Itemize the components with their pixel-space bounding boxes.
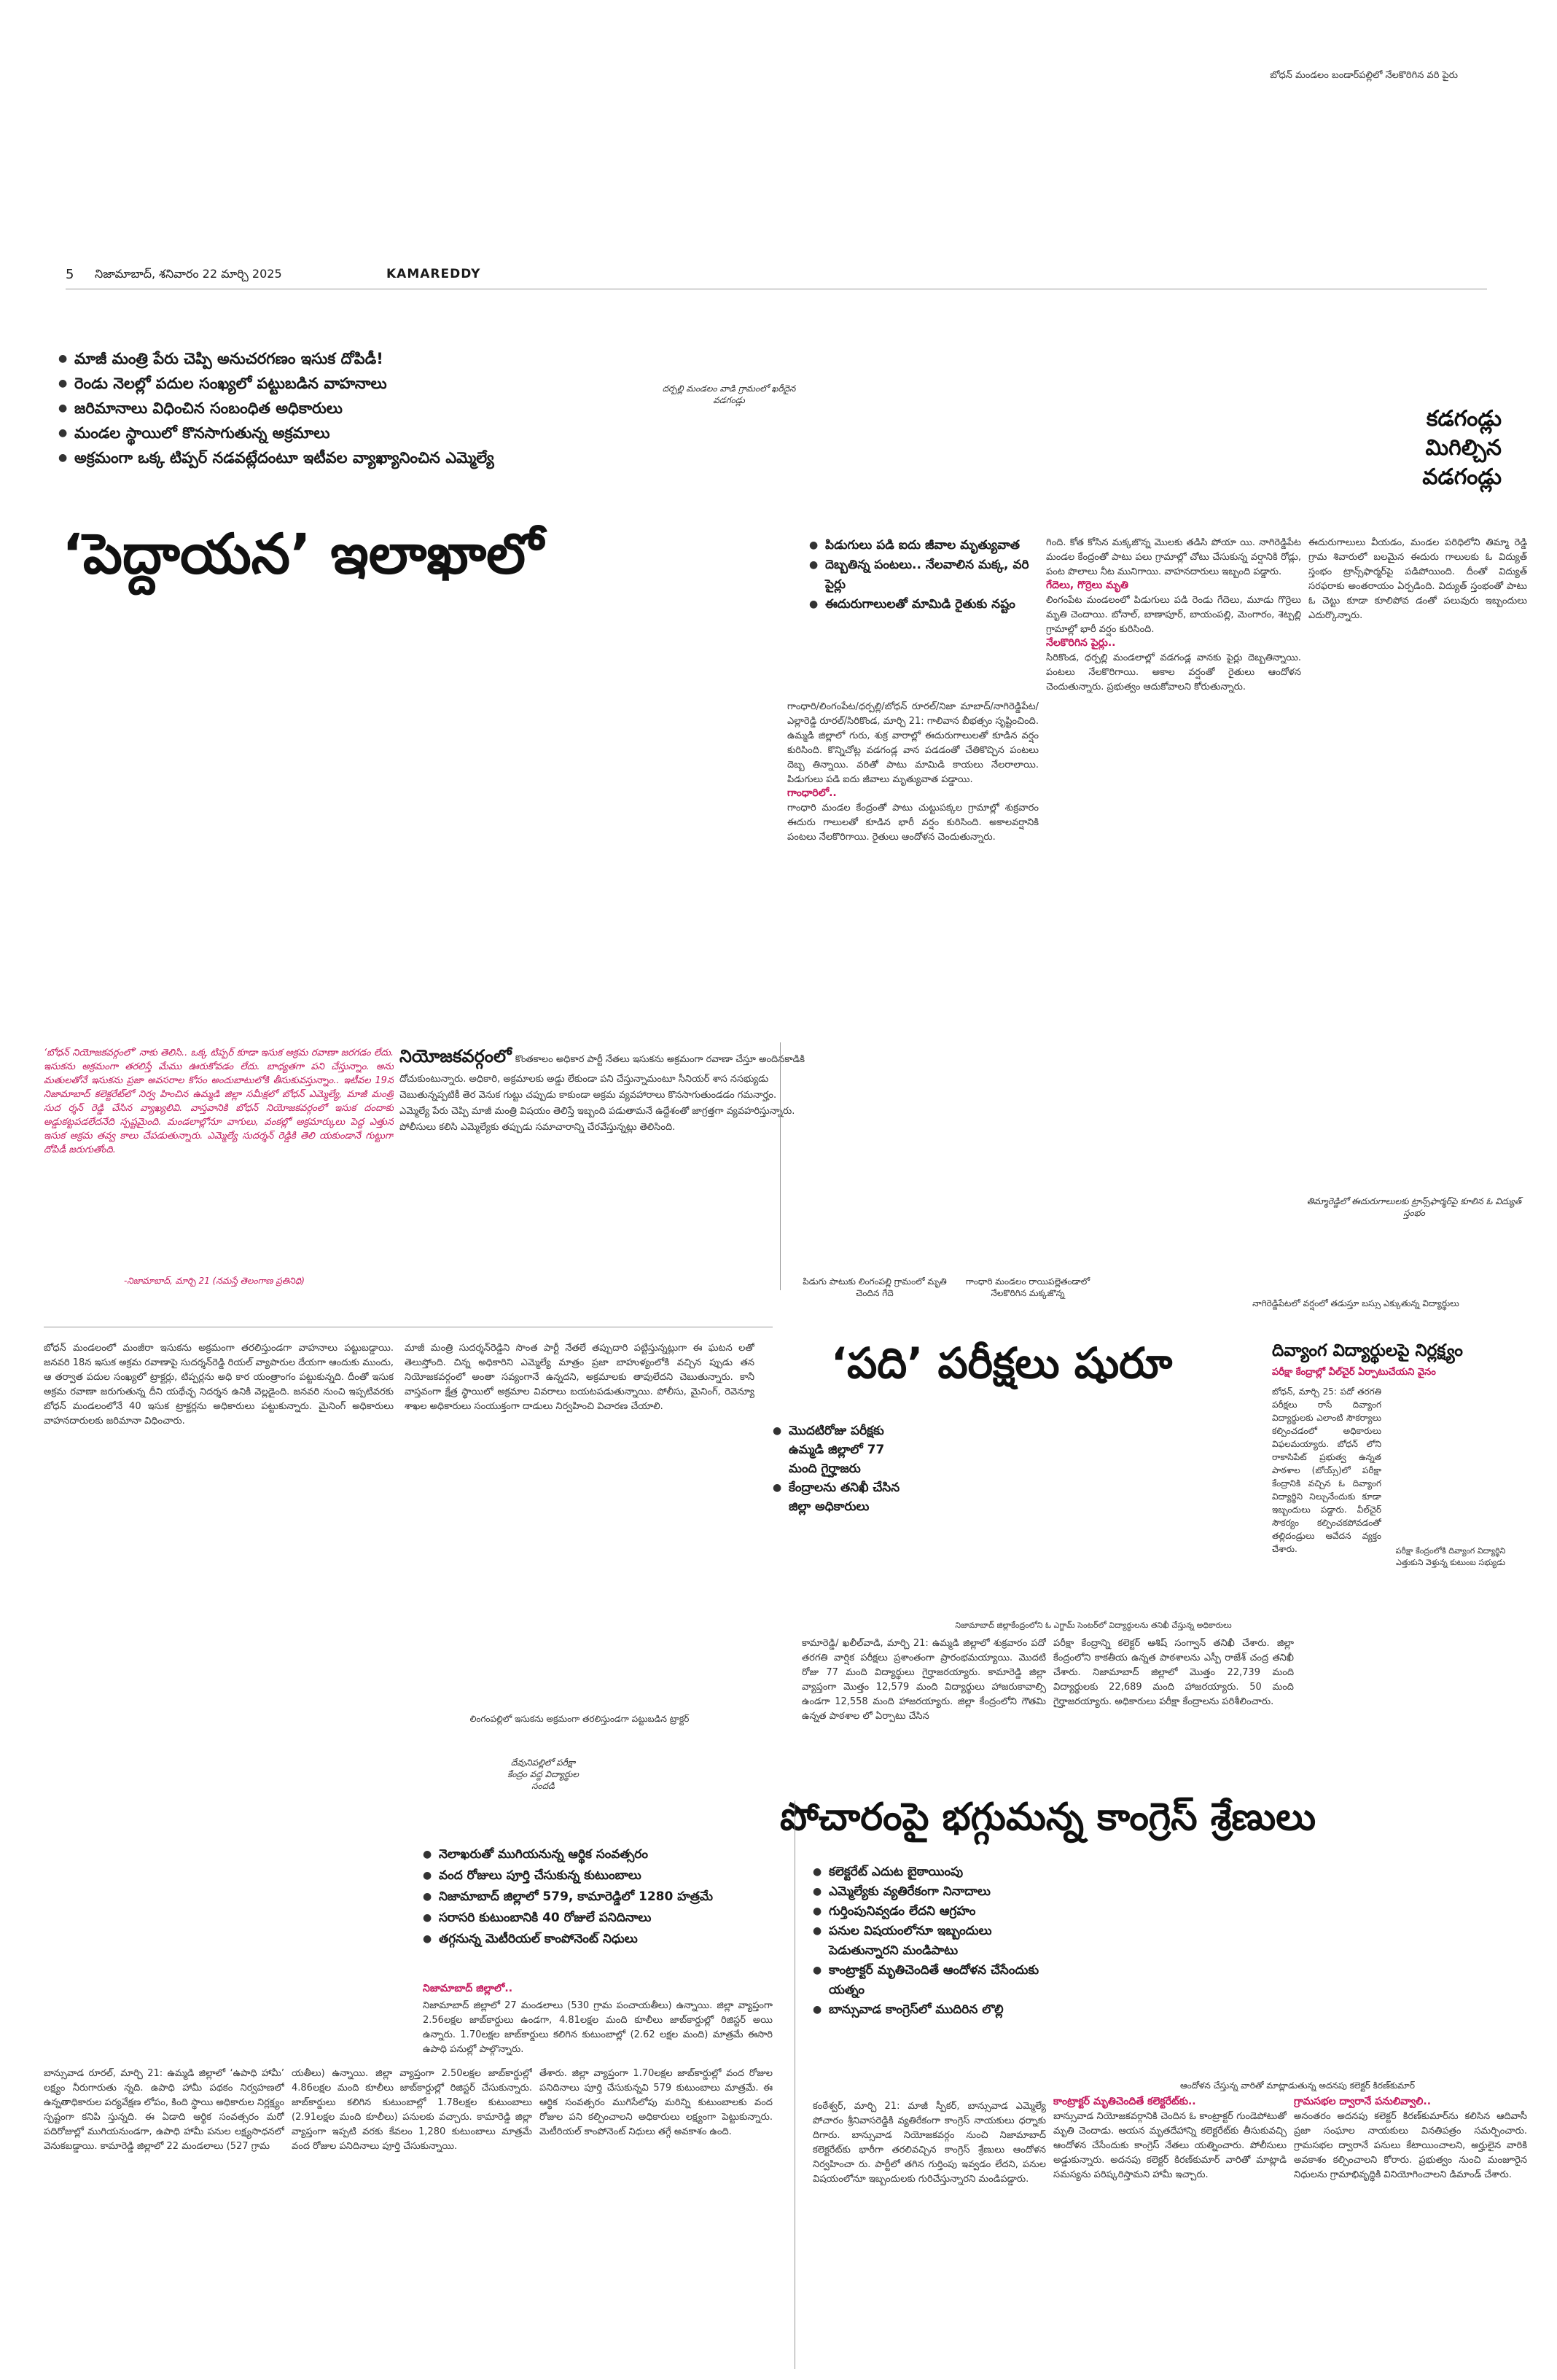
bus-photo-caption: నాగిరెడ్డిపేటలో వర్షంలో తడుస్తూ బస్సు ఎక… [1252, 1298, 1459, 1308]
story4-column-3: తేశారు. జిల్లా వ్యాప్తంగా 1.70లక్షల జాబ్… [539, 2068, 773, 2137]
story1-headline: ‘పెద్దాయన’ ఇలాఖాలో [62, 521, 544, 586]
story3-headline: ‘పది’ పరీక్షలు షురూ [831, 1338, 1173, 1388]
story2-subhead-crops: నేలకొరిగిన పైర్లు.. [1046, 637, 1116, 649]
bullet: పనుల విషయంలోనూ ఇబ్బందులు పెడుతున్నారని మ… [813, 1921, 1061, 1961]
story2-bullets: పిడుగులు పడి ఐదు జీవాల మృత్యువాత దెబ్బతి… [809, 536, 1050, 614]
story2-subhead-cattle: గేదెలు, గొర్రెలు మృతి [1046, 580, 1128, 591]
top-photo-caption: బోధన్ మండలం బండార్‌పల్లిలో నేలకొరిగిన వర… [1270, 70, 1458, 81]
lede-text: కొంతకాలం అధికార పార్టీ నేతలు ఇసుకను అక్ర… [399, 1054, 805, 1133]
exam-photo-caption: నిజామాబాద్ జిల్లాకేంద్రంలోని ఓ ఎగ్జామ్ స… [955, 1620, 1232, 1630]
side-photo-caption: పరీక్షా కేంద్రంలోకి దివ్యాంగ విద్యార్థిన… [1395, 1546, 1506, 1567]
story4-column-2: యతీలు) ఉన్నాయి. జిల్లా వ్యాప్తంగా 2.50లక… [292, 2068, 532, 2152]
column-rule [780, 1042, 781, 1290]
side-subhead: పరీక్షా కేంద్రాల్లో వీల్‌చైర్ ఏర్పాటుచేయ… [1272, 1367, 1436, 1378]
quote-credit: -నిజామాబాద్, మార్చి 21 (నమస్తే తెలంగాణ ప… [124, 1276, 305, 1286]
bullet: కేంద్రాలను తనిఖీ చేసిన జిల్లా అధికారులు [773, 1478, 904, 1516]
story2-column-1: గాంధారి/లింగంపేట/ధర్పల్లి/బోధన్ రూరల్/ని… [787, 700, 1039, 1210]
story5-column-3: గ్రామసభల ద్వారానే పనులివ్వాలి.. అనంతరం అ… [1294, 2096, 1527, 2365]
dateline: నిజామాబాద్, శనివారం 22 మార్చి 2025 [95, 267, 282, 281]
story2-text: సిరికొండ, ధర్పల్లి మండలాల్లో వడగండ్ల వాన… [1046, 652, 1301, 692]
side-column: బోధన్, మార్చి 25: పదో తరగతి పరీక్షలు రాస… [1272, 1386, 1381, 1554]
story5-bullets: కలెక్టరేట్ ఎదుట బైఠాయింపు ఎమ్మెల్యేకు వ్… [813, 1862, 1061, 2020]
story1-column-1: బోధన్ మండలంలో మంజీరా ఇసుకను అక్రమంగా తరల… [44, 1343, 394, 1427]
bullet: బాన్సువాడ కాంగ్రెస్‌లో ముదిరిన లొల్లి [813, 2000, 1061, 2020]
bullet: మాజీ మంత్రి పేరు చెప్పి అనుచరగణం ఇసుక దో… [58, 346, 583, 371]
story5-subhead-contractor: కాంట్రాక్టర్ మృతిచెందితే కలెక్టరేట్‌కు.. [1053, 2096, 1196, 2107]
bullet: తగ్గనున్న మెటీరియల్ కాంపోనెంట్ నిధులు [423, 1929, 773, 1950]
bullet: కలెక్టరేట్ ఎదుట బైఠాయింపు [813, 1862, 1061, 1882]
story4-top-text: నిజామాబాద్ జిల్లాలో 27 మండలాలు (530 గ్రా… [423, 2000, 773, 2055]
bullet: సరాసరి కుటుంబానికి 40 రోజులే పనిదినాలు [423, 1908, 773, 1929]
bullet: దెబ్బతిన్న పంటలు.. నేలవాలిన మక్క, వరి పై… [809, 555, 1050, 595]
masthead: 5 నిజామాబాద్, శనివారం 22 మార్చి 2025 KAM… [66, 267, 1487, 284]
section-name: KAMAREDDY [386, 267, 481, 281]
story2-column-2: గింది. కోత కోసిన మక్కజొన్న మొలకు తడిసి ప… [1046, 536, 1301, 1214]
maize-photo-caption: గాంధారి మండలం రాయిపల్లెతండాలో నేలకొరిగిన… [965, 1276, 1090, 1298]
story3-column-2: పరీక్షా కేంద్రాన్ని కలెక్టర్ ఆశిష్ సంగ్వ… [1053, 1638, 1294, 1707]
bullet: కాంట్రాక్టర్ మృతిచెందితే ఆందోళన చేసేందుక… [813, 1961, 1061, 2000]
bullet: అక్రమంగా ఒక్క టిప్పర్ నడవట్లేదంటూ ఇటీవల … [58, 445, 583, 470]
bullet: జరిమానాలు విధించిన సంబంధిత అధికారులు [58, 396, 583, 421]
story3-column-1: కామారెడ్డి/ ఖలీల్‌వాడి, మార్చి 21: ఉమ్మడ… [802, 1638, 1046, 1722]
bullet: నిజామాబాద్ జిల్లాలో 579, కామారెడ్డిలో 12… [423, 1887, 773, 1908]
bullet: నెలాఖరుతో ముగియనున్న ఆర్థిక సంవత్సరం [423, 1844, 773, 1865]
transformer-photo-caption: తిమ్మారెడ్డిలో ఈదురుగాలులకు ట్రాన్స్‌ఫార… [1306, 1196, 1522, 1218]
story3-bullets: మొదటిరోజు పరీక్షకు ఉమ్మడి జిల్లాలో 77 మం… [773, 1421, 904, 1516]
bullet: వంద రోజులు పూర్తి చేసుకున్న కుటుంబాలు [423, 1865, 773, 1887]
story5-column-2: కాంట్రాక్టర్ మృతిచెందితే కలెక్టరేట్‌కు..… [1053, 2096, 1287, 2365]
bullet: గుర్తింపునివ్వడం లేదని ఆగ్రహం [813, 1902, 1061, 1921]
story2-column-3: ఈదురుగాలులు వీయడం, మండల పరిధిలోని తిమ్మా… [1308, 537, 1527, 621]
bullet: ఎమ్మెల్యేకు వ్యతిరేకంగా నినాదాలు [813, 1882, 1061, 1902]
story5-text: బాన్సువాడ నియోజకవర్గానికి చెందిన ఓ కాంట్… [1053, 2111, 1287, 2180]
story1-end-caption: లింగంపల్లిలో ఇసుకను అక్రమంగా తరలిస్తుండగ… [469, 1714, 690, 1724]
bullet: మండల స్థాయిలో కొనసాగుతున్న అక్రమాలు [58, 421, 583, 445]
story1-bullets: మాజీ మంత్రి పేరు చెప్పి అనుచరగణం ఇసుక దో… [58, 346, 583, 470]
story2-subhead-gandhari: గాంధారిలో.. [787, 787, 837, 799]
story2-headline: కడగండ్లు మిగిల్చిన వడగండ్లు [1422, 406, 1502, 490]
story1-lede: నియోజకవర్గంలో కొంతకాలం అధికార పార్టీ నేత… [399, 1046, 808, 1279]
quote-box: ‘బోధన్ నియోజకవర్గంలో’ నాకు తెలిసి.. ఒక్క… [44, 1047, 394, 1155]
bullet: పిడుగులు పడి ఐదు జీవాల మృత్యువాత [809, 536, 1050, 555]
story2-text: లింగంపేట మండలంలో పిడుగులు పడి రెండు గేదె… [1046, 595, 1301, 635]
devunipalli-photo-caption: దేవునిపల్లిలో పరీక్షా కేంద్రం వద్ద విద్య… [507, 1757, 579, 1791]
story5-headline: పోచారంపై భగ్గుమన్న కాంగ్రెస్ శ్రేణులు [780, 1795, 1316, 1839]
story1-column-2: మాజీ మంత్రి సుదర్శన్‌రెడ్డిని సొంత పార్ట… [405, 1343, 754, 1412]
bullet: ఈదురుగాలులతో మామిడి రైతుకు నష్టం [809, 595, 1050, 614]
story5-text: అనంతరం అదనపు కలెక్టర్ కిరణ్‌కుమార్‌ను కల… [1294, 2111, 1527, 2180]
story5-photo-caption: ఆందోళన చేస్తున్న వారితో మాట్లాడుతున్న అద… [1180, 2080, 1415, 2091]
story4-column-1: బాన్సువాడ రూరల్, మార్చి 21: ఉమ్మడి జిల్ల… [44, 2068, 284, 2152]
story5-column-1: కంఠేశ్వర్, మార్చి 21: మాజీ స్పీకర్, బాన్… [813, 2101, 1046, 2185]
story4-subhead: నిజామాబాద్ జిల్లాలో.. [423, 1983, 513, 1994]
bullet: మొదటిరోజు పరీక్షకు ఉమ్మడి జిల్లాలో 77 మం… [773, 1421, 904, 1478]
story5-subhead-gramsabha: గ్రామసభల ద్వారానే పనులివ్వాలి.. [1294, 2096, 1432, 2107]
side-headline: దివ్యాంగ విద్యార్థులపై నిర్లక్ష్యం [1272, 1341, 1463, 1360]
story2-text: గాంధారి/లింగంపేట/ధర్పల్లి/బోధన్ రూరల్/ని… [787, 701, 1039, 785]
story2-text: గాంధారి మండల కేంద్రంతో పాటు చుట్టుపక్కల … [787, 803, 1039, 843]
story4-bullets: నెలాఖరుతో ముగియనున్న ఆర్థిక సంవత్సరం వంద… [423, 1844, 773, 1950]
lede-dropcap: నియోజకవర్గంలో [399, 1046, 512, 1066]
bullet: రెండు నెలల్లో పదుల సంఖ్యలో పట్టుబడిన వాహ… [58, 371, 583, 396]
buffalo-photo-caption: పిడుగు పాటుకు లింగంపల్లి గ్రామంలో మృతి చ… [803, 1276, 947, 1298]
page-number: 5 [66, 267, 74, 282]
story2-text: గింది. కోత కోసిన మక్కజొన్న మొలకు తడిసి ప… [1046, 537, 1301, 577]
hail-photo-caption: దర్పల్లి మండలం వాడి గ్రామంలో ఖరీదైన వడగం… [662, 383, 796, 405]
